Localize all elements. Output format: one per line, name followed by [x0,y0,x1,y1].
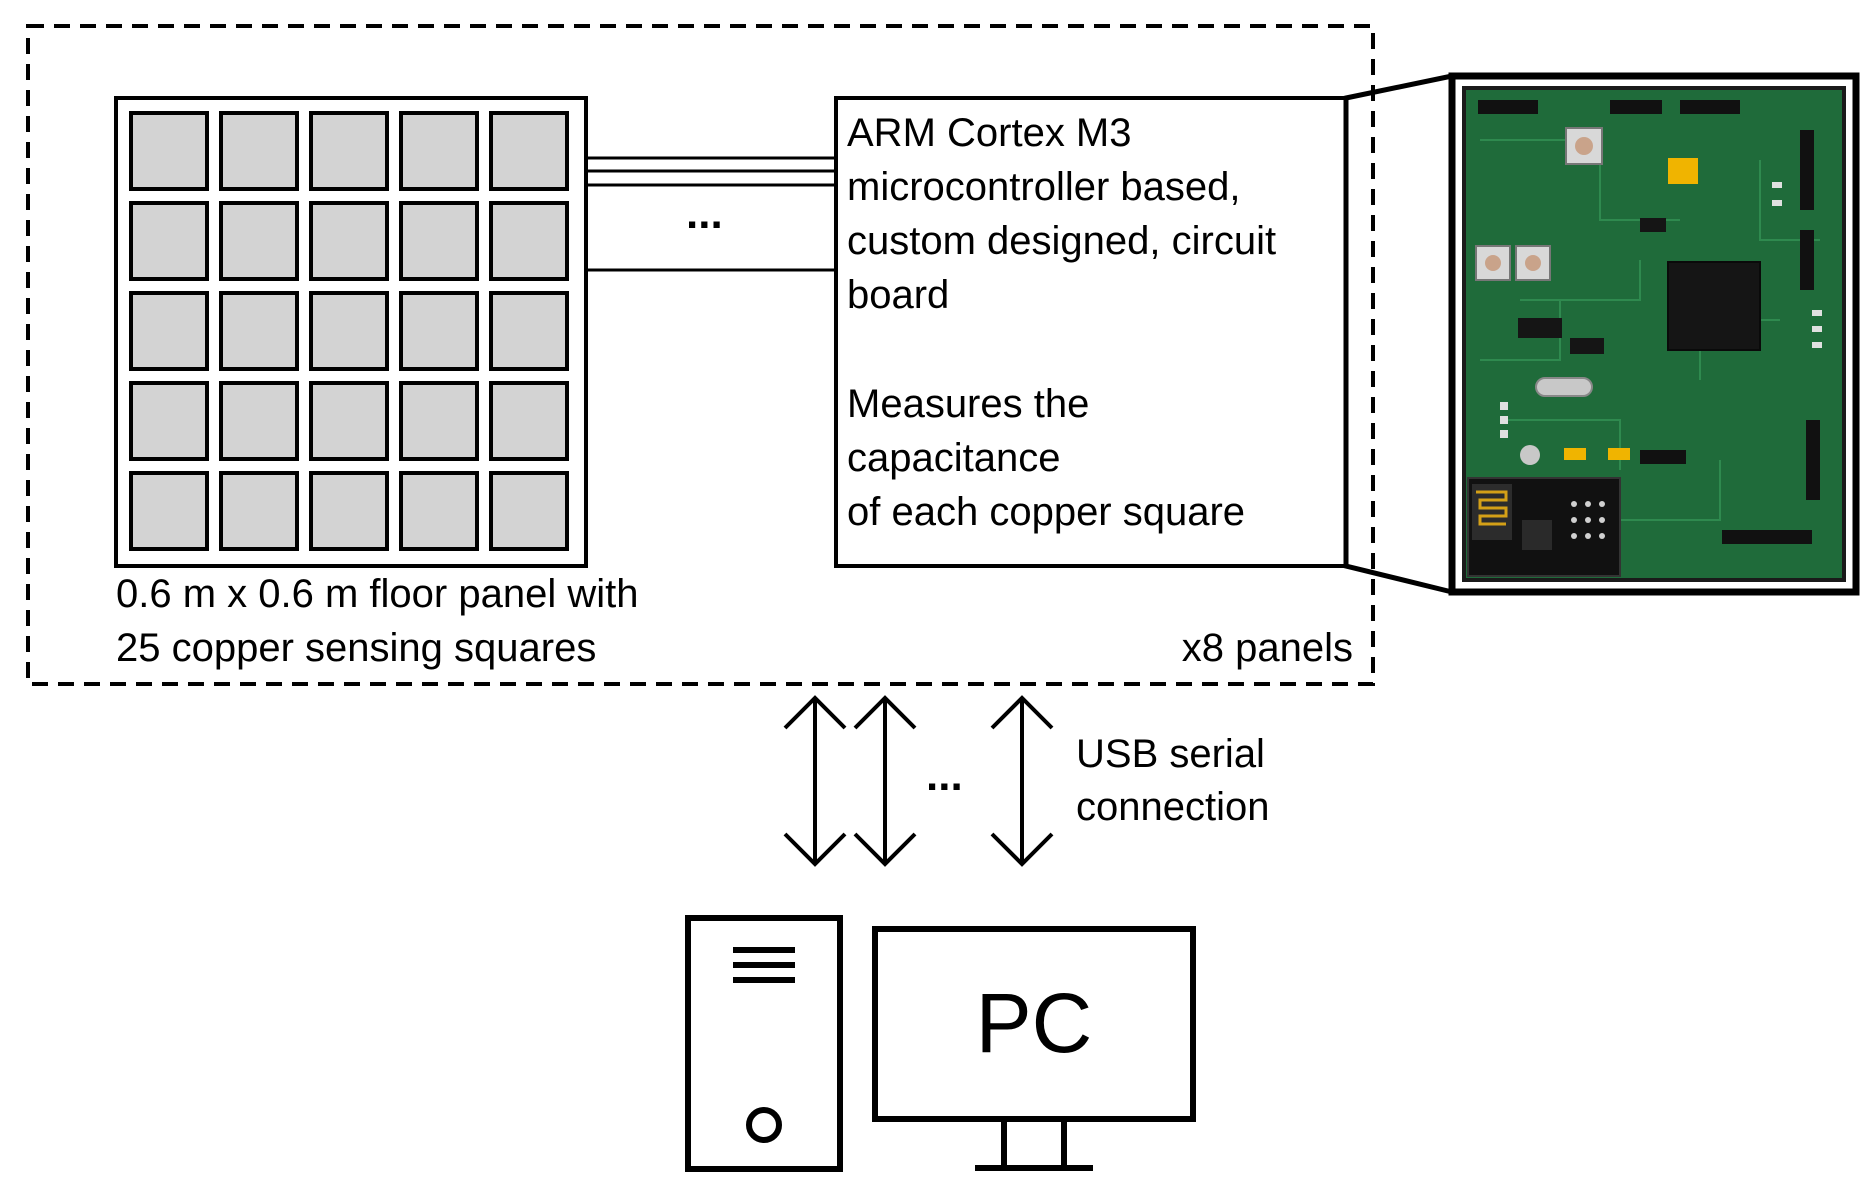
copper-sensing-square [129,291,209,371]
pc-tower-icon [685,915,843,1172]
sensing-square-grid [129,111,569,551]
copper-sensing-square [489,201,569,281]
double-arrow-icon [990,695,1054,867]
mc-line: board [847,273,949,317]
usb-ellipsis: ... [926,751,963,800]
copper-sensing-square [309,201,389,281]
copper-sensing-square [129,111,209,191]
floor-panel-caption-line2: 25 copper sensing squares [116,626,596,670]
copper-sensing-square [309,471,389,551]
double-arrow-icon [853,695,917,867]
mc-line: of each copper square [847,490,1245,534]
mc-line: capacitance [847,436,1060,480]
copper-sensing-square [309,111,389,191]
zoom-callout [1343,72,1455,596]
usb-label-line2: connection [1076,785,1269,829]
copper-sensing-square [309,381,389,461]
mc-line: microcontroller based, [847,165,1241,209]
copper-sensing-square [309,291,389,371]
copper-sensing-square [489,471,569,551]
usb-label-line1: USB serial [1076,732,1265,776]
copper-sensing-square [219,381,299,461]
panel-assembly-enclosure [26,24,1375,686]
mc-line: Measures the [847,382,1089,426]
usb-arrows [783,695,1054,867]
mc-line: ARM Cortex M3 [847,111,1132,155]
floor-panel-caption-line1: 0.6 m x 0.6 m floor panel with [116,572,638,616]
copper-sensing-square [219,471,299,551]
copper-sensing-square [489,111,569,191]
copper-sensing-square [129,201,209,281]
circuit-board-photo [1448,72,1860,596]
copper-sensing-square [219,291,299,371]
copper-sensing-square [489,381,569,461]
microcontroller-description: ARM Cortex M3 microcontroller based, cus… [847,111,1276,534]
copper-sensing-square [399,201,479,281]
copper-sensing-square [129,381,209,461]
copper-sensing-square [219,111,299,191]
panel-count-label: x8 panels [1182,626,1353,670]
copper-sensing-square [399,291,479,371]
copper-sensing-square [399,471,479,551]
copper-sensing-square [399,381,479,461]
pc-label: PC [976,976,1093,1070]
mc-line: custom designed, circuit [847,219,1276,263]
sensor-bus-lines [586,156,836,272]
copper-sensing-square [129,471,209,551]
double-arrow-icon [783,695,847,867]
copper-sensing-square [399,111,479,191]
copper-sensing-square [489,291,569,371]
bus-ellipsis: ... [686,189,723,238]
copper-sensing-square [219,201,299,281]
monitor-icon [872,926,1196,1171]
